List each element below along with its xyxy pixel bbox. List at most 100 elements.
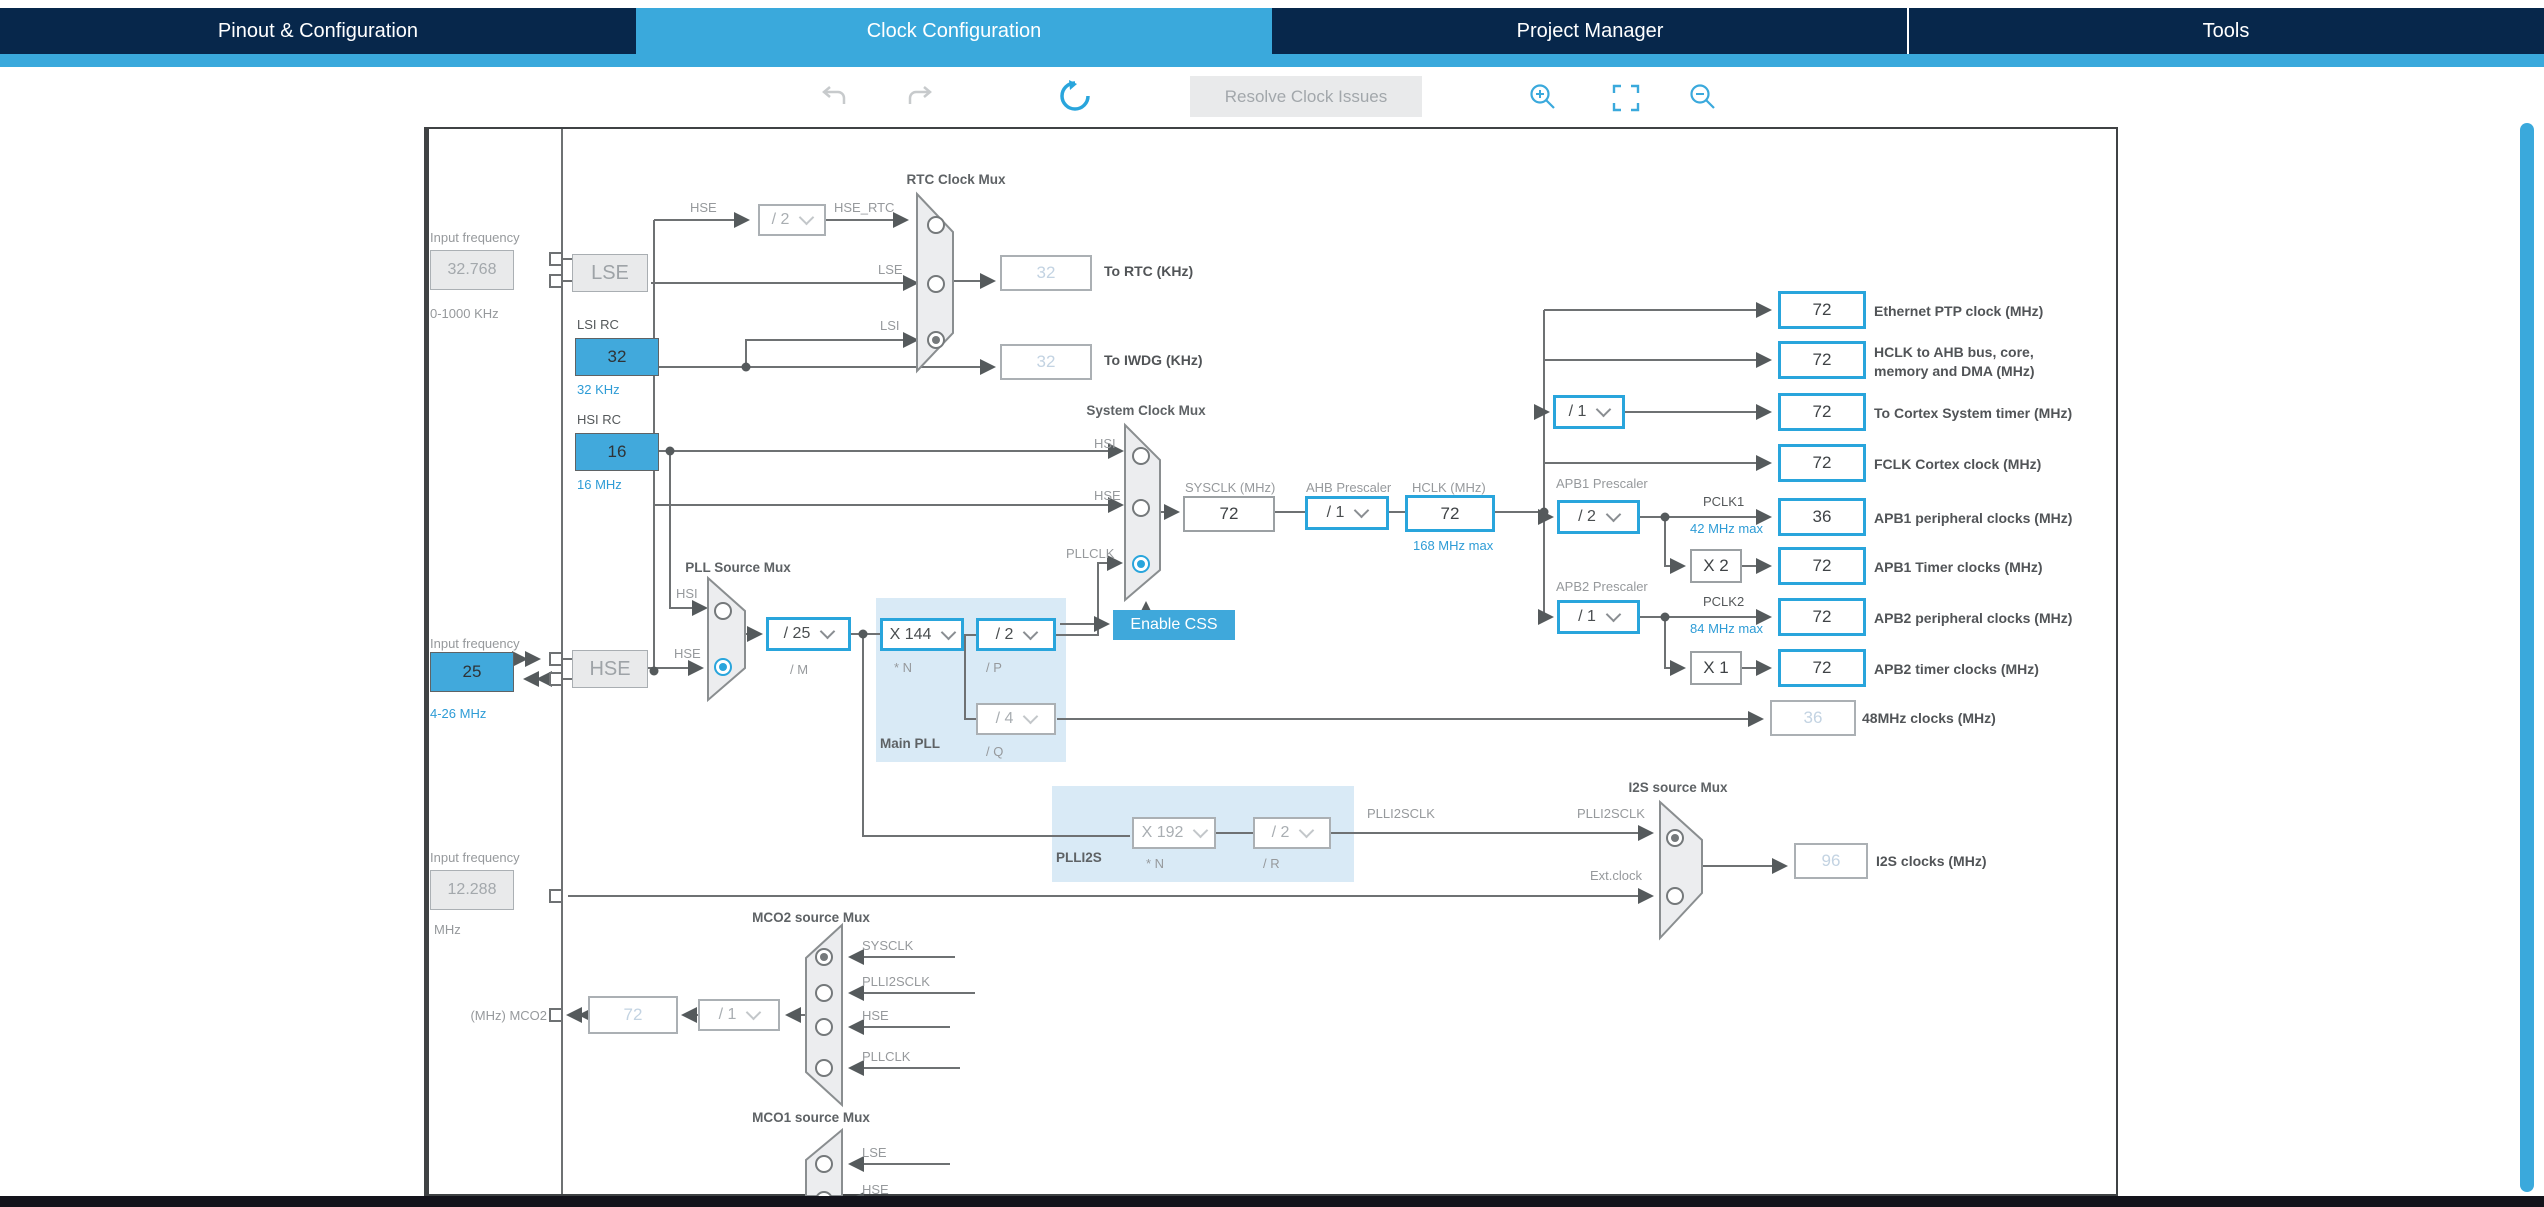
vertical-scrollbar[interactable] xyxy=(2520,123,2534,1192)
sysclk-label: SYSCLK (MHz) xyxy=(1185,480,1276,495)
pclk1-max-note: 42 MHz max xyxy=(1690,521,1763,536)
undo-icon[interactable] xyxy=(820,82,848,110)
apb2-prescaler-value: / 1 xyxy=(1578,608,1596,625)
pll-mux-radio-hse[interactable] xyxy=(714,658,732,676)
fit-to-window-icon[interactable] xyxy=(1612,84,1640,112)
mco1-mux-radio-lse[interactable] xyxy=(815,1155,833,1173)
mco1-mux-title: MCO1 source Mux xyxy=(752,1110,870,1125)
redo-icon[interactable] xyxy=(906,82,934,110)
apb2-prescaler-dropdown[interactable]: / 1 xyxy=(1557,600,1640,634)
zoom-out-icon[interactable] xyxy=(1688,82,1718,112)
apb1-peripheral-label: APB1 peripheral clocks (MHz) xyxy=(1874,510,2073,526)
mco2-mux-radio-sysclk[interactable] xyxy=(815,948,833,966)
sys-mux-radio-hsi[interactable] xyxy=(1132,447,1150,465)
hclk-ahb-label-line2: memory and DMA (MHz) xyxy=(1874,363,2035,379)
pclk2-max-note: 84 MHz max xyxy=(1690,621,1763,636)
to-rtc-value-box: 32 xyxy=(1000,255,1092,291)
ahb-prescaler-value: / 1 xyxy=(1326,504,1345,521)
tab-pinout-configuration[interactable]: Pinout & Configuration xyxy=(0,8,636,54)
hsi-value-box[interactable]: 16 xyxy=(575,433,659,471)
hclk-ahb-value-box[interactable]: 72 xyxy=(1778,341,1866,379)
sys-mux-radio-pllclk[interactable] xyxy=(1132,555,1150,573)
hclk-value-box[interactable]: 72 xyxy=(1405,495,1495,532)
pll-div-m-label: / M xyxy=(790,662,809,677)
pll-div-p-dropdown[interactable]: / 2 xyxy=(976,618,1056,651)
to-iwdg-label: To IWDG (KHz) xyxy=(1104,352,1203,368)
rtc-mux-radio-hse[interactable] xyxy=(927,216,945,234)
tab-label: Clock Configuration xyxy=(866,19,1042,42)
reset-icon[interactable] xyxy=(1058,79,1092,113)
pclk2-tag: PCLK2 xyxy=(1703,594,1745,609)
lsi-value-box[interactable]: 32 xyxy=(575,338,659,376)
tab-tools[interactable]: Tools xyxy=(1908,8,2544,54)
pll-div-p-label: / P xyxy=(986,660,1002,675)
hclk-ahb-label-line1: HCLK to AHB bus, core, xyxy=(1874,344,2034,360)
rtc-mux-radio-lse[interactable] xyxy=(927,275,945,293)
ext-clock-tag: Ext.clock xyxy=(1590,868,1643,883)
tab-label: Project Manager xyxy=(1516,19,1664,42)
i2s-mux-radio-ext-clock[interactable] xyxy=(1666,887,1684,905)
fclk-label: FCLK Cortex clock (MHz) xyxy=(1874,456,2042,472)
mco2-div-dropdown[interactable]: / 1 xyxy=(698,999,780,1031)
enable-css-button[interactable]: Enable CSS xyxy=(1113,610,1235,640)
rtc-lsi-tag: LSI xyxy=(880,318,900,333)
sys-mux-radio-hse[interactable] xyxy=(1132,499,1150,517)
lse-input-frequency-label: Input frequency xyxy=(430,230,520,245)
apb2-timer-value-box[interactable]: 72 xyxy=(1778,649,1866,687)
mco2-mux-radio-plli2sclk[interactable] xyxy=(815,984,833,1002)
apb1-prescaler-value: / 2 xyxy=(1578,508,1596,525)
resolve-clock-issues-label: Resolve Clock Issues xyxy=(1224,86,1388,106)
apb1-peripheral-value-box[interactable]: 36 xyxy=(1778,498,1866,536)
rtc-hse-div-dropdown[interactable]: / 2 xyxy=(758,204,826,236)
mco2-div-value: / 1 xyxy=(718,1006,737,1023)
enable-css-label: Enable CSS xyxy=(1130,616,1218,633)
tab-project-manager[interactable]: Project Manager xyxy=(1272,8,1908,54)
ahb-prescaler-dropdown[interactable]: / 1 xyxy=(1305,496,1389,530)
pll-hse-tag: HSE xyxy=(674,646,701,661)
plli2s-div-r-dropdown[interactable]: / 2 xyxy=(1253,817,1331,849)
chevron-down-icon xyxy=(1596,401,1612,418)
pll-div-q-dropdown[interactable]: / 4 xyxy=(976,703,1056,735)
resolve-clock-issues-button[interactable]: Resolve Clock Issues xyxy=(1190,76,1422,117)
apb2-peripheral-value-box[interactable]: 72 xyxy=(1778,598,1866,636)
mco2-mux-radio-hse[interactable] xyxy=(815,1018,833,1036)
lse-source-box: LSE xyxy=(572,254,648,292)
pll-div-m-dropdown[interactable]: / 25 xyxy=(766,617,851,651)
lsi-rc-label: LSI RC xyxy=(577,317,619,332)
ext-input-frequency-field[interactable]: 12.288 xyxy=(430,870,514,910)
apb1-timer-value-box[interactable]: 72 xyxy=(1778,547,1866,585)
pclk1-tag: PCLK1 xyxy=(1703,494,1745,509)
pll-div-q-value: / 4 xyxy=(995,710,1014,727)
mco2-pin-label: (MHz) MCO2 xyxy=(470,1008,547,1023)
cortex-timer-value-box[interactable]: 72 xyxy=(1778,393,1866,431)
pll-mux-radio-hsi[interactable] xyxy=(714,602,732,620)
ethernet-ptp-value-box[interactable]: 72 xyxy=(1778,291,1866,329)
chevron-down-icon xyxy=(1605,506,1622,523)
mco2-sysclk-tag: SYSCLK xyxy=(862,938,914,953)
rtc-mux-title: RTC Clock Mux xyxy=(906,172,1006,187)
mco2-mux-radio-pllclk[interactable] xyxy=(815,1059,833,1077)
tab-clock-configuration[interactable]: Clock Configuration xyxy=(636,8,1272,54)
chevron-down-icon xyxy=(1023,624,1039,640)
cortex-timer-div-dropdown[interactable]: / 1 xyxy=(1553,395,1625,429)
chevron-down-icon xyxy=(1354,502,1370,519)
hse-input-frequency-label: Input frequency xyxy=(430,636,520,651)
rtc-mux-radio-lsi[interactable] xyxy=(927,331,945,349)
lse-input-frequency-field[interactable]: 32.768 xyxy=(430,250,514,290)
mco2-pllclk-tag: PLLCLK xyxy=(862,1049,911,1064)
apb1-timer-mult-box: X 2 xyxy=(1690,549,1742,583)
main-pll-title: Main PLL xyxy=(880,736,940,751)
pll-mul-n-dropdown[interactable]: X 144 xyxy=(880,618,964,651)
hse-input-frequency-field[interactable]: 25 xyxy=(430,652,514,692)
i2s-mux-radio-plli2sclk[interactable] xyxy=(1666,829,1684,847)
chevron-down-icon xyxy=(746,1004,762,1021)
chevron-down-icon xyxy=(1605,606,1622,623)
plli2s-mul-n-dropdown[interactable]: X 192 xyxy=(1132,817,1216,849)
apb1-prescaler-dropdown[interactable]: / 2 xyxy=(1557,500,1640,534)
ext-input-frequency-label: Input frequency xyxy=(430,850,520,865)
clk48-value-box: 36 xyxy=(1770,700,1856,736)
plli2sclk-tag-2: PLLI2SCLK xyxy=(1577,806,1645,821)
fclk-value-box[interactable]: 72 xyxy=(1778,444,1866,482)
chevron-down-icon xyxy=(941,624,957,640)
zoom-in-icon[interactable] xyxy=(1528,82,1558,112)
